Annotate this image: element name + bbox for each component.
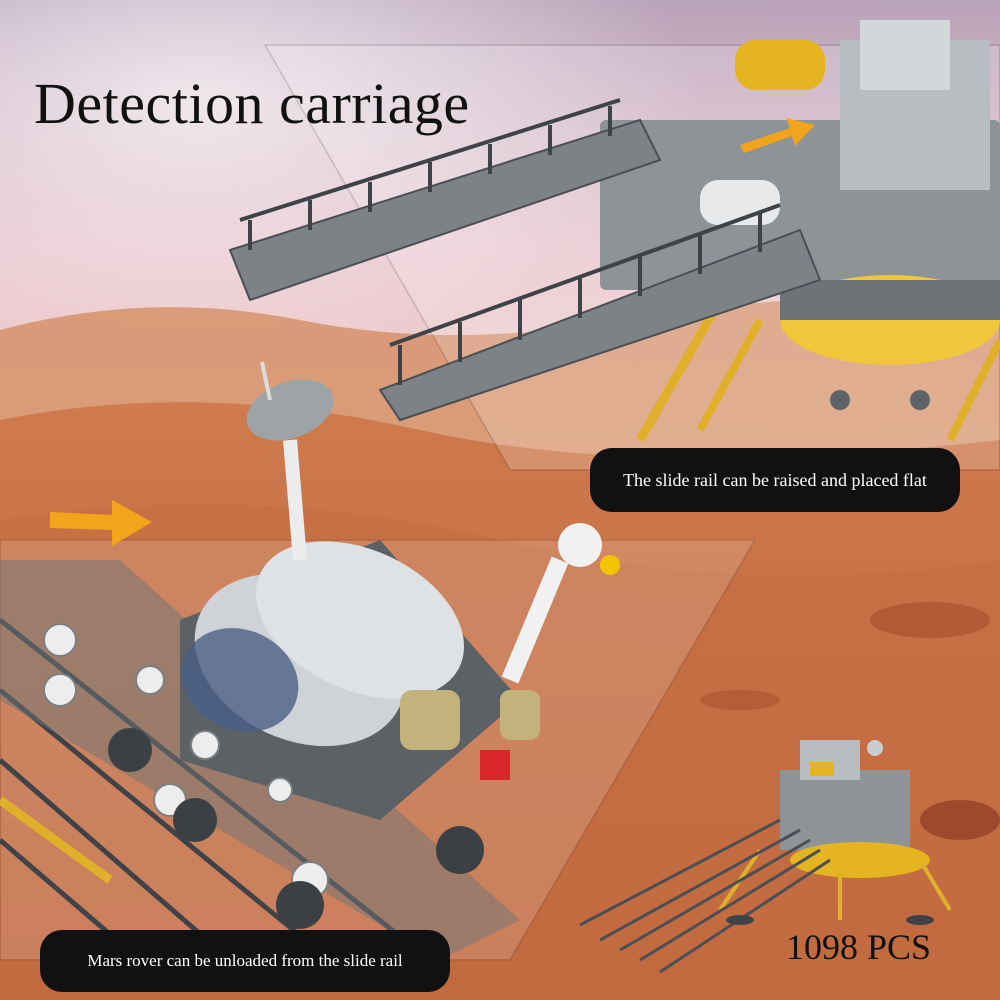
slide-rail-upper	[228, 98, 822, 422]
arrow-icon	[740, 118, 815, 153]
page-title: Detection carriage	[34, 71, 470, 136]
piece-count: 1098 PCS	[786, 927, 932, 967]
arrow-icon	[50, 500, 152, 546]
rover-closeup	[0, 361, 620, 962]
full-model	[579, 740, 952, 974]
caption-slide-rail: The slide rail can be raised and placed …	[590, 448, 960, 512]
caption-rover-unload: Mars rover can be unloaded from the slid…	[40, 930, 450, 992]
